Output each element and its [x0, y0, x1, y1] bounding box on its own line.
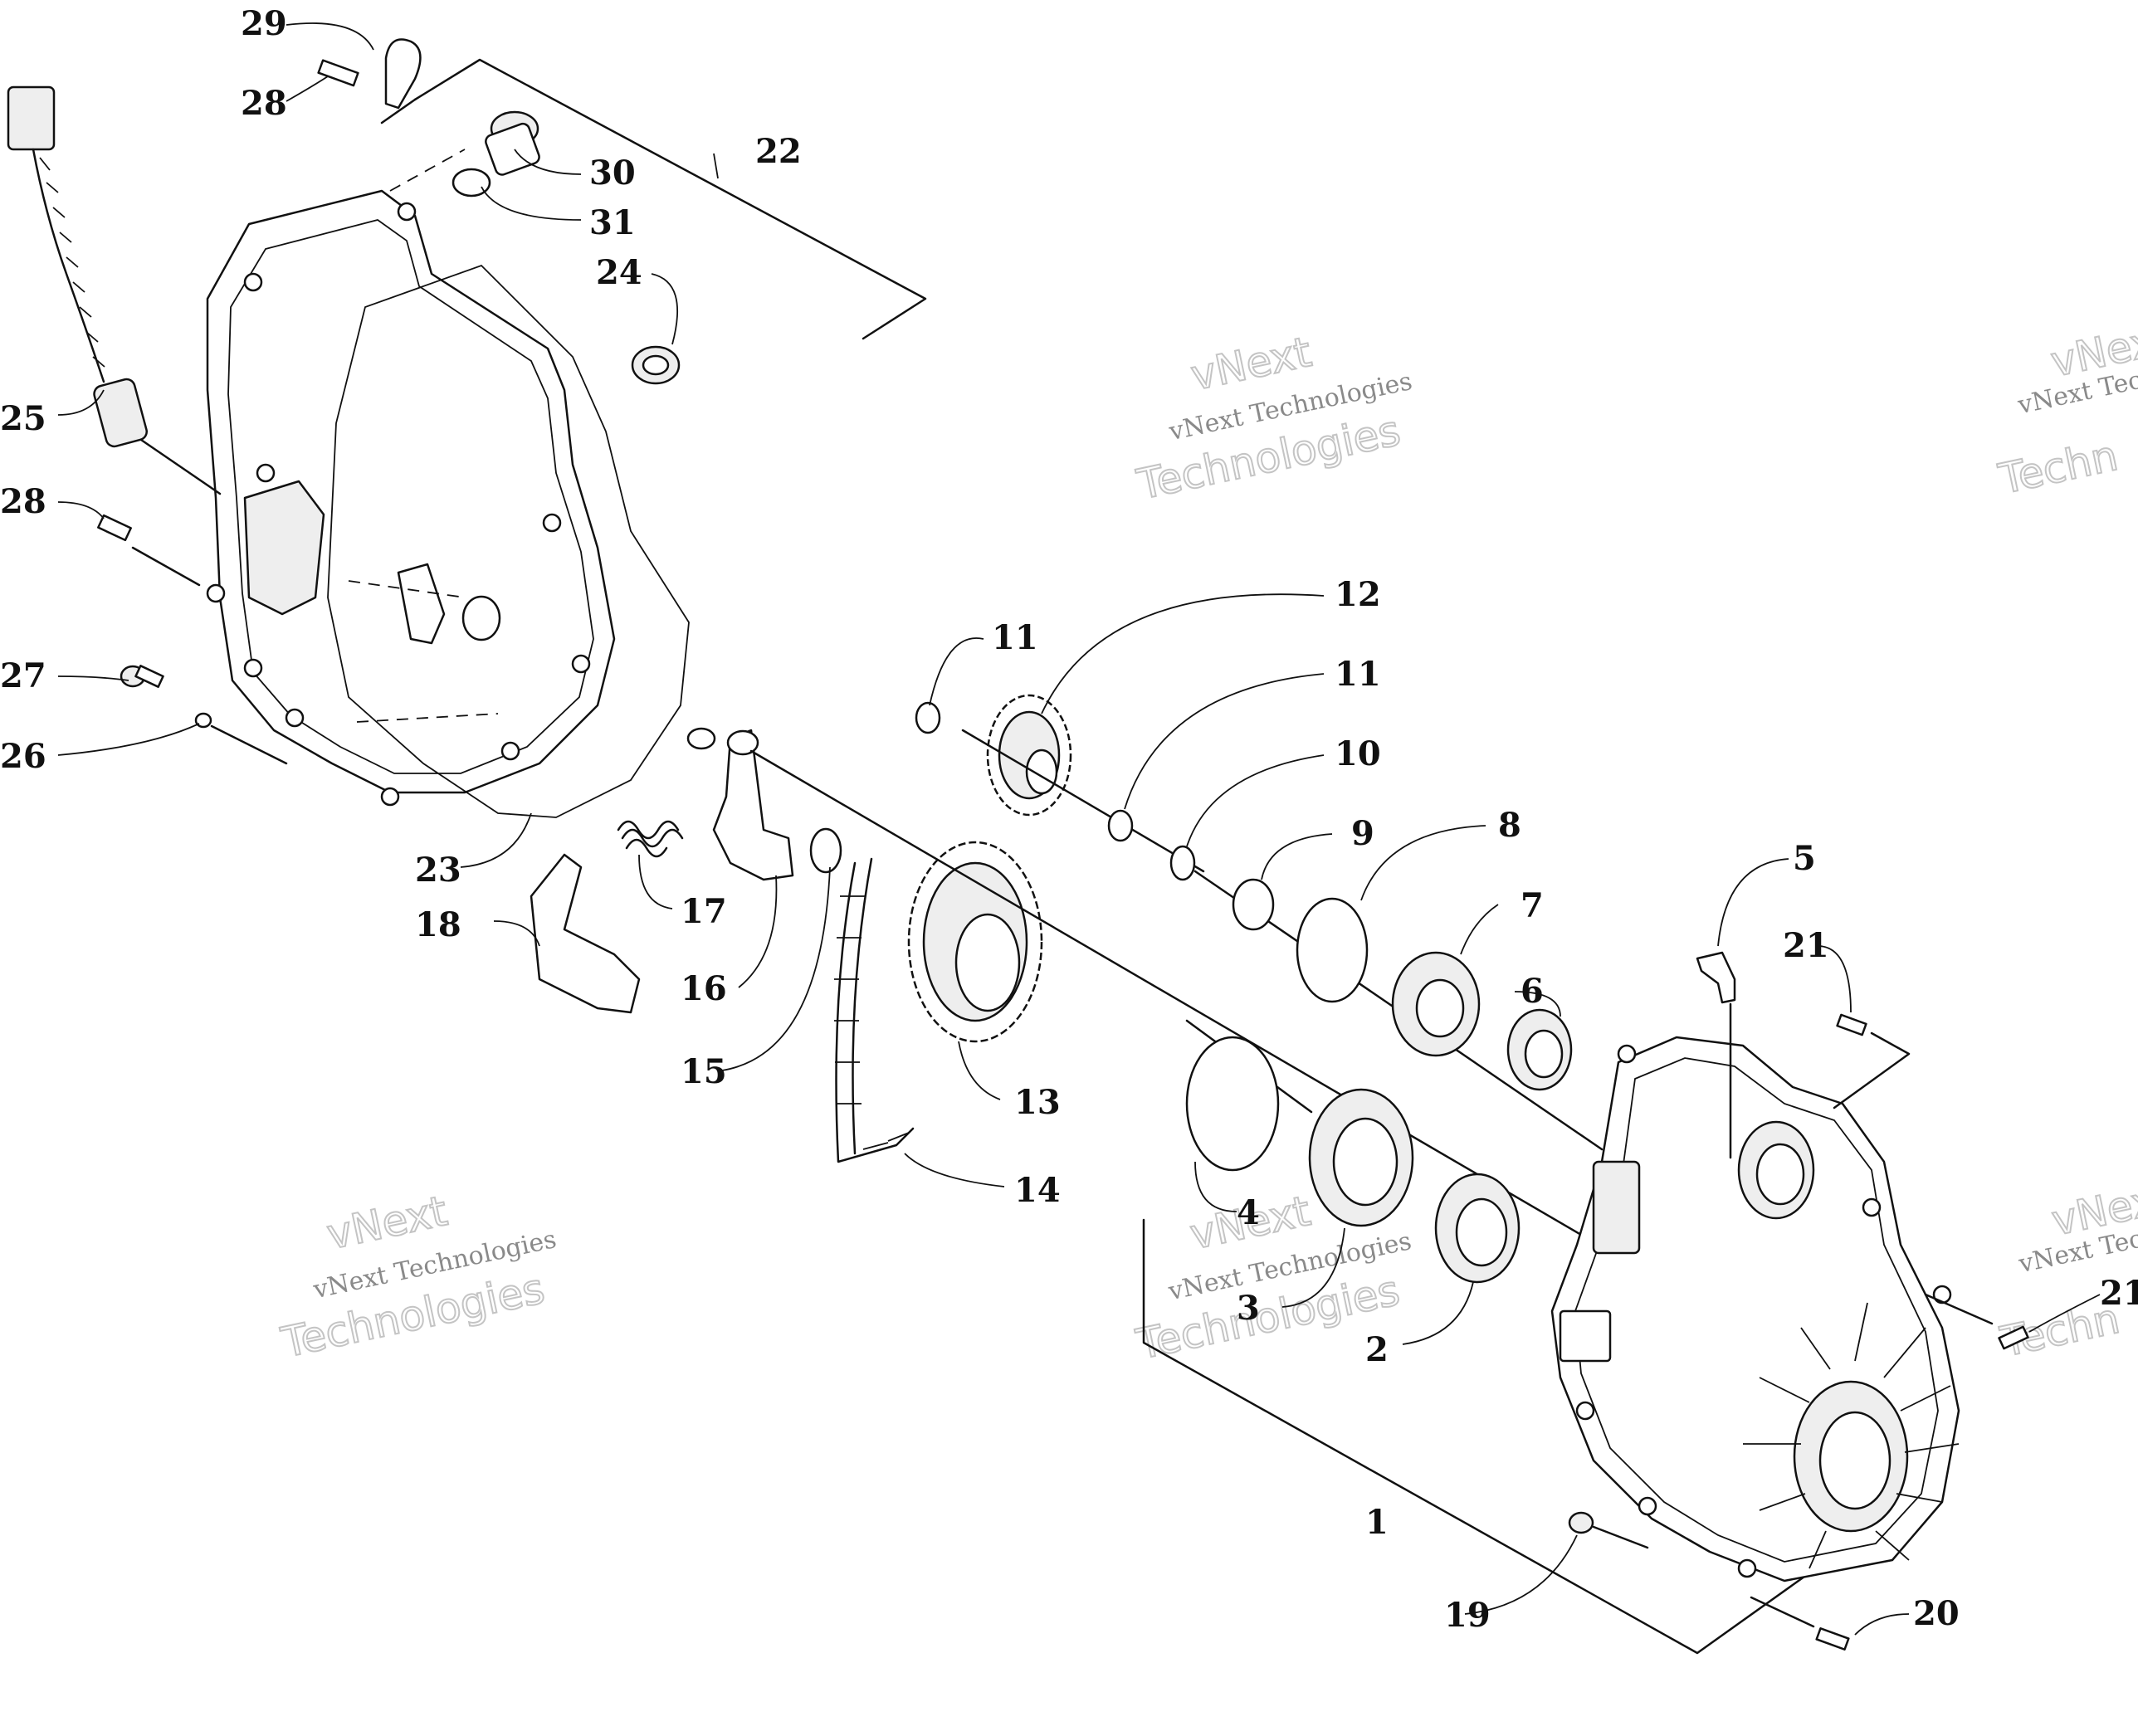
callout-28-lower: 28 — [0, 482, 46, 521]
watermark-upper-center: vNext vNext Technologies Technologies — [1132, 327, 1415, 510]
bolt-21-lower — [1998, 1325, 2029, 1350]
small-sprocket — [986, 694, 1072, 817]
callout-28-upper: 28 — [241, 84, 287, 123]
callout-4: 4 — [1237, 1193, 1260, 1232]
bolt-27 — [120, 665, 164, 688]
bolt-28-lower — [97, 514, 201, 587]
washer-26 — [194, 712, 212, 729]
cover-gasket — [327, 264, 690, 818]
hose-clamp — [384, 38, 422, 110]
callout-25: 25 — [0, 399, 46, 438]
drain-plug — [485, 110, 540, 176]
large-sprocket — [907, 841, 1043, 1043]
watermark-upper-right: vNext vNext Tec Techn — [1994, 313, 2138, 504]
speed-sensor-harness — [7, 85, 148, 448]
watermark-vnext-text: vNext — [1187, 328, 1316, 400]
callout-31: 31 — [589, 203, 636, 242]
callout-21-upper: 21 — [1783, 926, 1829, 965]
callout-1: 1 — [1365, 1503, 1389, 1542]
plug-o-ring — [452, 168, 491, 197]
shaft-seal-24 — [631, 345, 681, 385]
retaining-clip-11-upper — [915, 701, 941, 734]
callout-12: 12 — [1335, 575, 1381, 614]
bracket-22 — [380, 58, 927, 340]
callout-22: 22 — [755, 132, 802, 171]
leader-line — [1924, 1293, 1994, 1325]
callout-9: 9 — [1351, 814, 1374, 853]
bolt-21-upper — [1836, 1013, 1867, 1036]
chaincase-outer-cover — [206, 189, 616, 807]
callout-23: 23 — [415, 851, 461, 890]
callout-13: 13 — [1014, 1083, 1061, 1122]
leader-line — [1833, 1031, 1911, 1109]
thrust-washer-9 — [1232, 878, 1275, 931]
callout-8: 8 — [1498, 806, 1521, 845]
watermark-vnext-text: vNext — [323, 1187, 452, 1259]
watermark-technologies-text: Techn — [1994, 432, 2122, 504]
retaining-ring-8 — [1296, 897, 1369, 1003]
callout-10: 10 — [1335, 734, 1381, 773]
retaining-clip-11-lower — [1107, 809, 1134, 842]
bearing-7 — [1391, 951, 1481, 1057]
shaft-axis — [961, 729, 1205, 873]
callout-21-lower: 21 — [2100, 1274, 2138, 1313]
tensioner-spring — [617, 820, 684, 858]
vent-fitting — [1696, 951, 1736, 1004]
seal-6 — [1506, 1008, 1573, 1091]
callout-29: 29 — [241, 4, 287, 43]
callout-11-lower: 11 — [1335, 655, 1381, 694]
callout-18: 18 — [415, 905, 461, 944]
seal-2 — [1434, 1173, 1521, 1284]
drain-plug-19 — [1568, 1511, 1594, 1534]
callout-6: 6 — [1521, 972, 1544, 1011]
callout-20: 20 — [1913, 1594, 1960, 1633]
callout-7: 7 — [1521, 886, 1544, 925]
callout-24: 24 — [596, 253, 642, 292]
bearing-3 — [1308, 1088, 1414, 1227]
bolt-28-upper — [317, 59, 359, 87]
assembly-line — [356, 713, 499, 723]
callout-3: 3 — [1237, 1289, 1260, 1328]
chaincase-housing — [1550, 1036, 1960, 1582]
callout-30: 30 — [589, 154, 636, 193]
bolt-20 — [1815, 1627, 1850, 1651]
callout-5: 5 — [1793, 839, 1816, 878]
callout-11-upper: 11 — [992, 618, 1038, 657]
tensioner-shoe — [530, 853, 641, 1014]
callout-16: 16 — [681, 969, 727, 1008]
snap-ring-15 — [809, 827, 842, 874]
callout-26: 26 — [0, 737, 46, 776]
leader-line — [1592, 1525, 1649, 1549]
callout-19: 19 — [1444, 1596, 1491, 1635]
drive-chain — [834, 857, 915, 1163]
assembly-line — [389, 149, 466, 192]
callout-17: 17 — [681, 892, 727, 931]
callout-15: 15 — [681, 1052, 727, 1091]
chain-tensioner-arm — [686, 727, 794, 881]
callout-14: 14 — [1014, 1171, 1061, 1210]
snap-ring-10 — [1169, 845, 1196, 881]
leader-line — [210, 724, 288, 765]
callout-27: 27 — [0, 656, 46, 695]
o-ring-4 — [1185, 1036, 1280, 1172]
callout-2: 2 — [1365, 1330, 1389, 1369]
watermark-lower-left: vNext vNext Technologies Technologies — [276, 1186, 559, 1368]
callout-leaders — [57, 22, 2101, 1636]
leader-line — [139, 438, 222, 495]
leader-line — [1750, 1596, 1815, 1628]
